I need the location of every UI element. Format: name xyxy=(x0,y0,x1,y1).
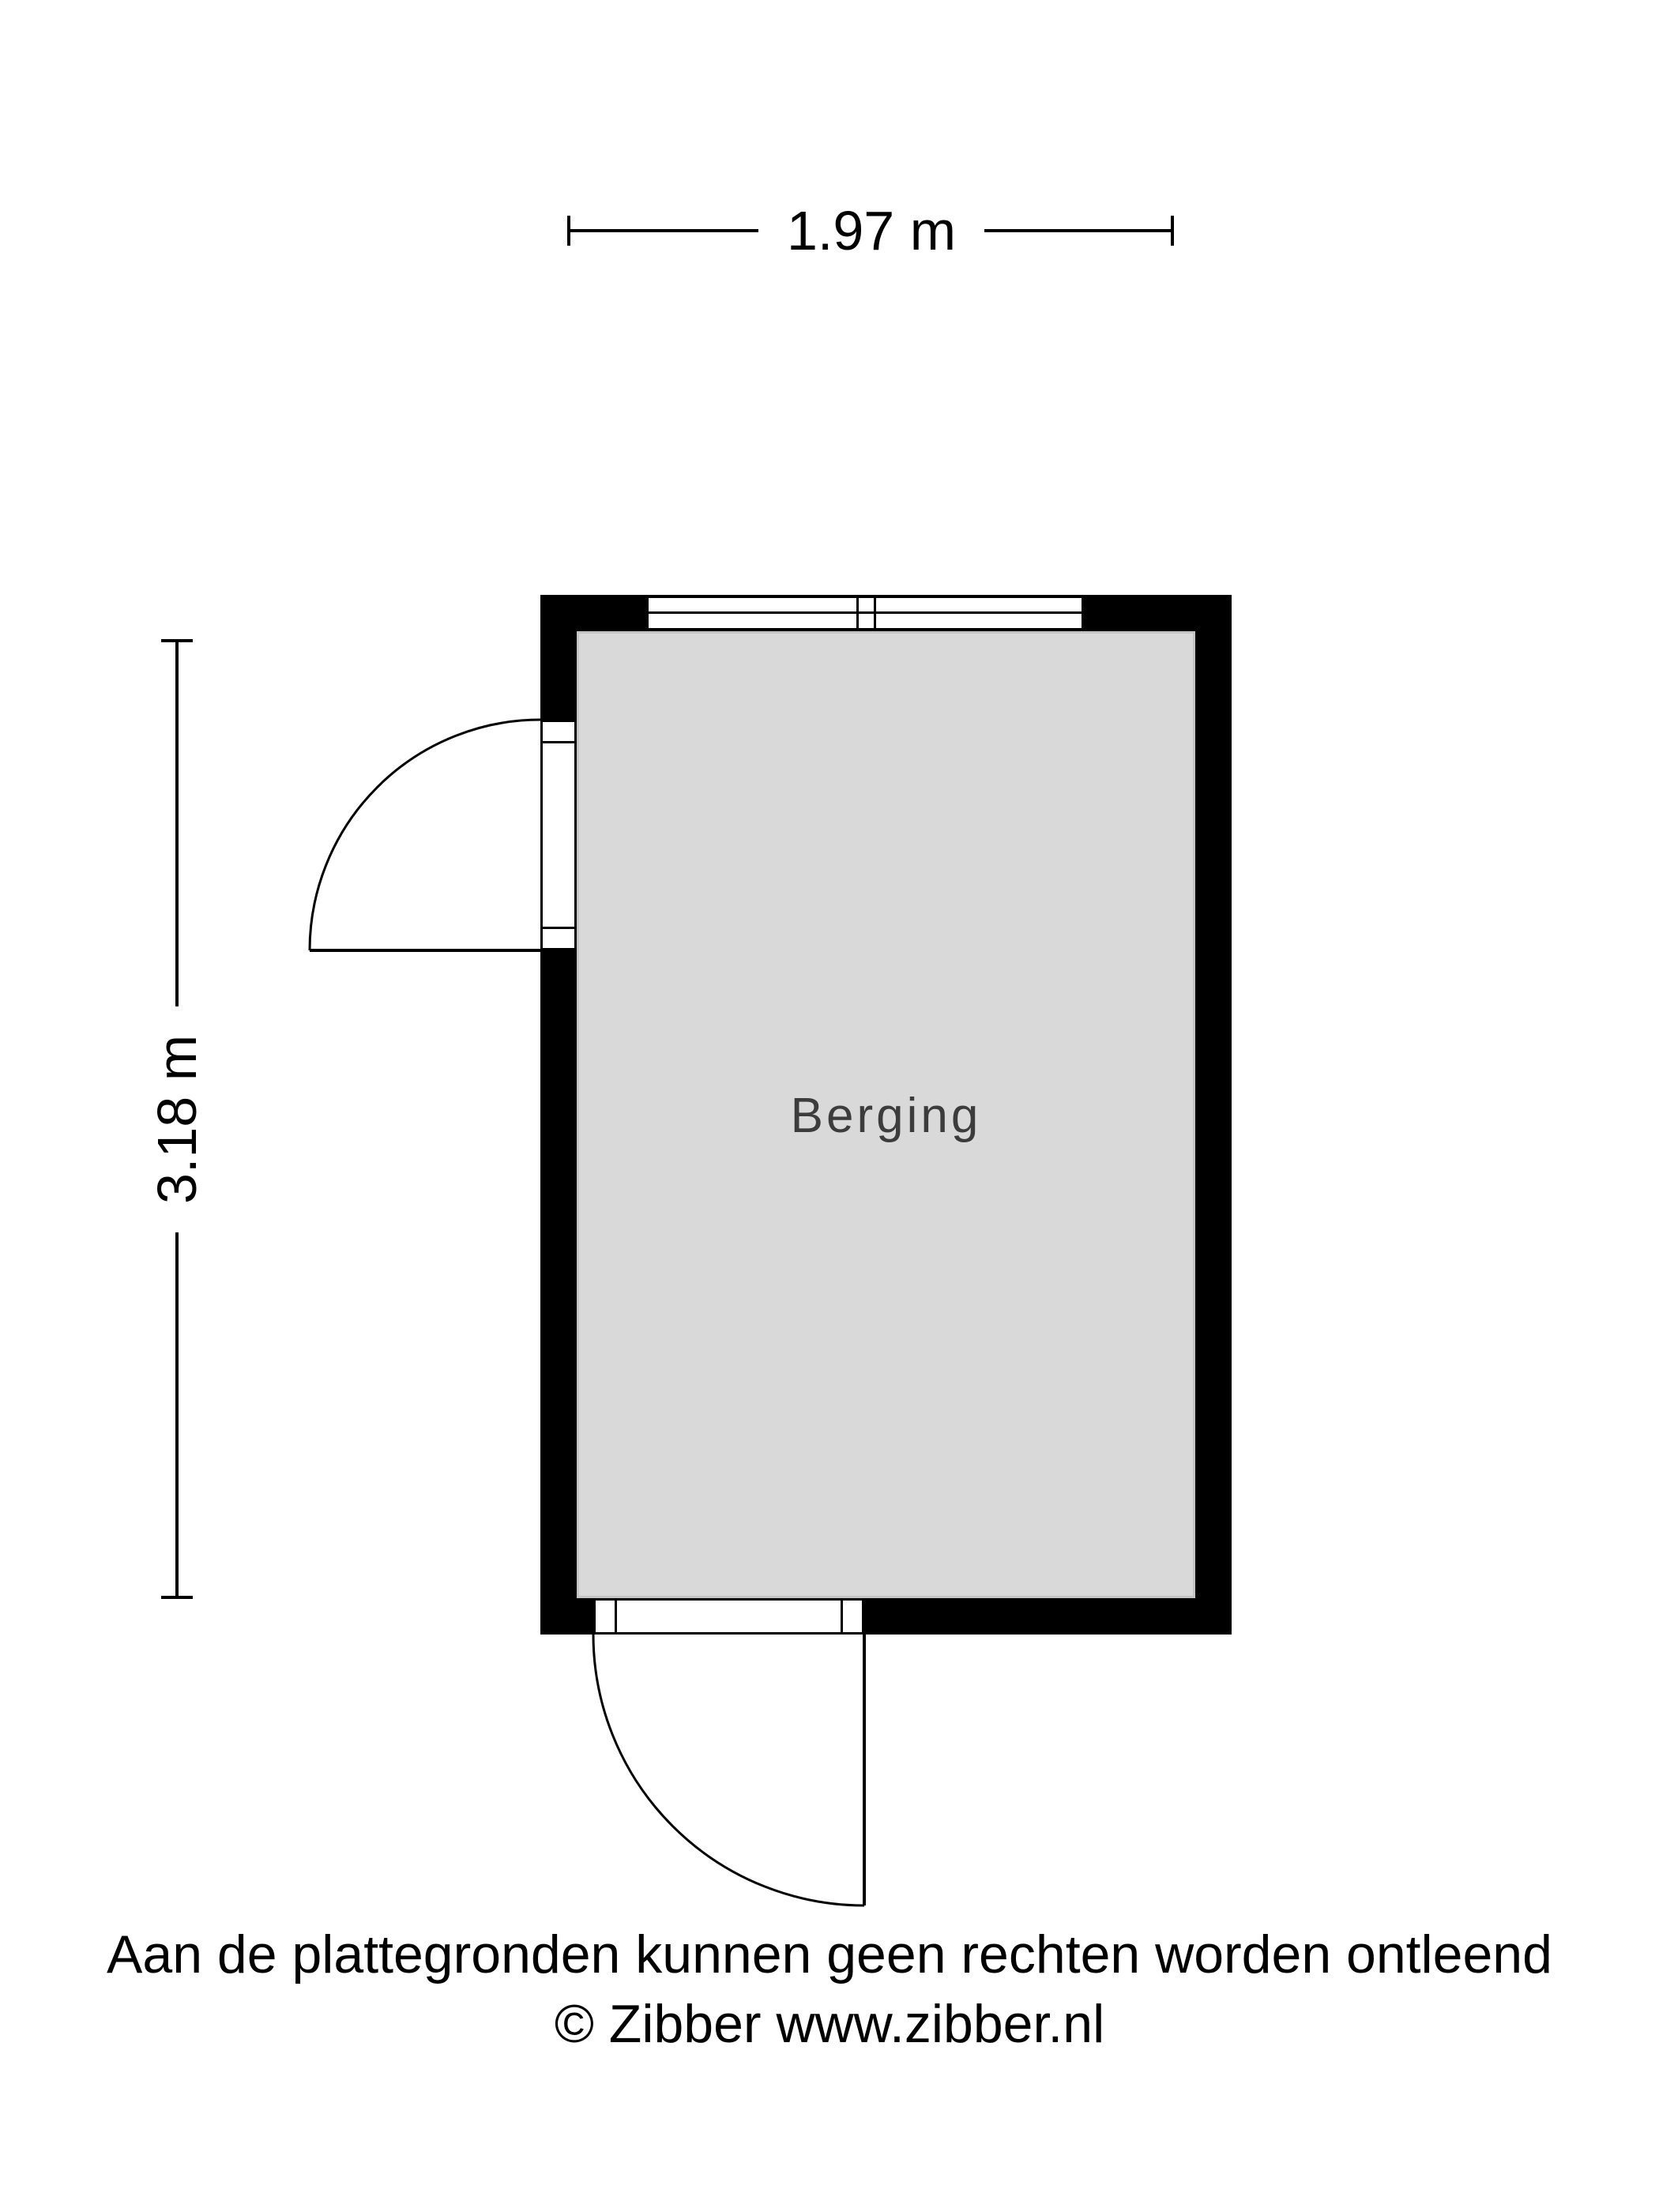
window-top xyxy=(645,595,1085,631)
door-left-frame xyxy=(540,720,577,950)
door-bottom-swing-arc xyxy=(592,1634,865,1907)
width-dimension-tick-right xyxy=(1171,216,1174,246)
window-divider-left xyxy=(856,598,860,628)
footer: Aan de plattegronden kunnen geen rechten… xyxy=(0,1920,1659,2059)
door-left-frame-cap-top xyxy=(543,741,574,743)
footer-disclaimer: Aan de plattegronden kunnen geen rechten… xyxy=(107,1924,1552,1984)
height-dimension-label: 3.18 m xyxy=(145,1006,209,1232)
door-bottom-frame-cap-left xyxy=(615,1601,617,1632)
window-center-line xyxy=(649,611,1082,614)
door-bottom-frame xyxy=(593,1598,864,1635)
height-dimension-tick-bottom xyxy=(161,1596,193,1599)
door-bottom-frame-cap-right xyxy=(841,1601,843,1632)
height-dimension-tick-top xyxy=(161,639,193,642)
width-dimension-tick-left xyxy=(567,216,570,246)
door-left-frame-cap-bottom xyxy=(543,927,574,929)
door-left-swing-arc xyxy=(308,718,541,951)
room-label: Berging xyxy=(790,1089,982,1143)
width-dimension-label: 1.97 m xyxy=(758,199,984,262)
room-floor xyxy=(577,631,1195,1598)
footer-copyright: © Zibber www.zibber.nl xyxy=(554,1994,1105,2054)
window-divider-right xyxy=(873,598,876,628)
